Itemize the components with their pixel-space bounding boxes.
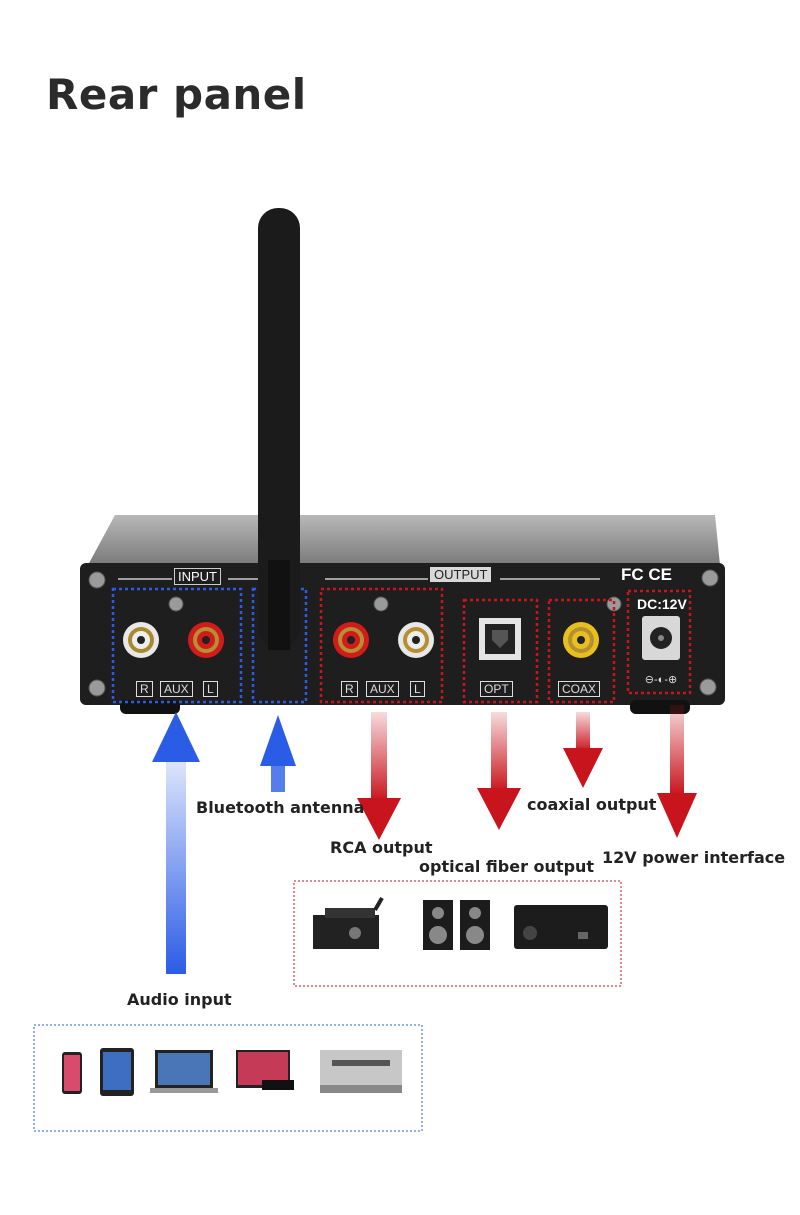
coax-label: COAX bbox=[558, 681, 601, 697]
rca-output-highlight-box bbox=[319, 587, 444, 704]
laptop-icon bbox=[150, 1050, 218, 1093]
bluetooth-antenna-label: Bluetooth antenna bbox=[196, 798, 365, 817]
output-aux-label: AUX bbox=[366, 681, 399, 697]
screws bbox=[88, 569, 719, 697]
input-rca-left-jack bbox=[188, 622, 224, 658]
chassis-top bbox=[88, 515, 720, 565]
input-l-label: L bbox=[203, 681, 218, 697]
coax-highlight-box bbox=[547, 598, 616, 704]
tablet-icon bbox=[100, 1048, 134, 1096]
output-header-label: OUTPUT bbox=[430, 567, 492, 582]
input-header-label: INPUT bbox=[174, 568, 221, 585]
output-r-label: R bbox=[341, 681, 358, 697]
optical-output-arrow bbox=[477, 712, 521, 830]
coax-output-arrow bbox=[563, 712, 603, 788]
dc-voltage-label: DC:12V bbox=[637, 596, 687, 612]
input-rca-right-jack bbox=[123, 622, 159, 658]
output-l-label: L bbox=[410, 681, 425, 697]
power-highlight-box bbox=[626, 589, 692, 695]
rca-output-label: RCA output bbox=[330, 838, 433, 857]
rca-output-arrow bbox=[357, 712, 401, 840]
output-rca-right-jack bbox=[333, 622, 369, 658]
cd-player-icon bbox=[320, 1050, 402, 1093]
opt-label: OPT bbox=[480, 681, 513, 697]
audio-input-arrow bbox=[152, 712, 200, 974]
amplifier-icon bbox=[313, 896, 384, 949]
optical-port bbox=[479, 618, 521, 660]
audio-input-label: Audio input bbox=[127, 990, 232, 1009]
opt-highlight-box bbox=[462, 598, 539, 704]
power-interface-label: 12V power interface bbox=[602, 848, 786, 867]
certification-marks: FC CE bbox=[621, 565, 672, 584]
tv-icon bbox=[236, 1050, 294, 1090]
speakers-icon bbox=[423, 900, 490, 950]
phone-icon bbox=[62, 1052, 82, 1094]
dc-jack: ⊖-◐-⊕ bbox=[642, 616, 680, 686]
bluetooth-arrow bbox=[260, 715, 296, 792]
coax-jack bbox=[563, 622, 599, 658]
antenna bbox=[258, 208, 300, 650]
input-devices-box bbox=[33, 1024, 423, 1132]
page-title: Rear panel bbox=[46, 70, 307, 119]
svg-text:⊖-◐-⊕: ⊖-◐-⊕ bbox=[645, 674, 677, 686]
optical-fiber-output-label: optical fiber output bbox=[419, 857, 595, 876]
receiver-box-icon bbox=[514, 905, 608, 949]
coaxial-output-label: coaxial output bbox=[527, 795, 657, 814]
input-aux-label: AUX bbox=[160, 681, 193, 697]
power-arrow bbox=[657, 705, 697, 838]
input-r-label: R bbox=[136, 681, 153, 697]
output-rca-left-jack bbox=[398, 622, 434, 658]
